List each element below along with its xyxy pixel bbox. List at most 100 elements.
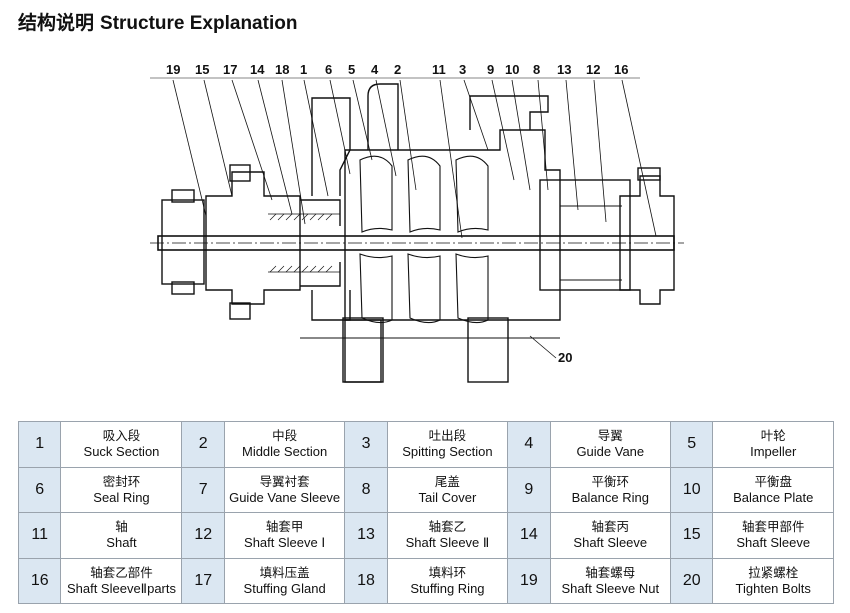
part-name-cn: 填料压盖 [259, 564, 310, 580]
part-name-cn: 平衡环 [591, 473, 630, 489]
right-bearing-housing [619, 175, 675, 305]
impeller-stage-2 [407, 155, 441, 233]
callout-12: 12 [586, 62, 600, 77]
part-name-en: Impeller [750, 444, 797, 460]
balance-chamber [539, 179, 631, 291]
part-name-en: Balance Ring [571, 489, 649, 505]
callout-1: 1 [300, 62, 307, 77]
part-name-en: Stuffing Ring [410, 580, 485, 596]
callout-14: 14 [250, 62, 265, 77]
callout-4: 4 [371, 62, 379, 77]
part-number: 14 [507, 512, 551, 559]
part-name-en: Shaft Sleeve [736, 535, 811, 551]
pump-cross-section-drawing: 19 15 17 14 18 1 6 5 4 2 11 3 9 10 8 13 … [150, 62, 684, 383]
part-name-cn: 填料环 [428, 564, 467, 580]
part-name-cn: 轴 [115, 519, 128, 535]
part-name-en: Seal Ring [93, 489, 150, 505]
callout-2: 2 [394, 62, 401, 77]
part-number: 8 [344, 466, 388, 513]
part-name-cn: 平衡盘 [754, 473, 792, 489]
callout-6: 6 [325, 62, 332, 77]
part-name-en: Tail Cover [418, 489, 477, 505]
part-number: 18 [344, 557, 388, 604]
part-name-en: Stuffing Gland [243, 580, 326, 596]
middle-section-casing [344, 129, 561, 321]
left-bearing-housing [205, 171, 301, 305]
callout-20: 20 [558, 350, 572, 365]
part-number: 10 [669, 466, 714, 513]
part-name-cn: 轴套甲部件 [741, 519, 805, 535]
title-english: Structure Explanation [100, 13, 298, 34]
part-number: 5 [669, 421, 714, 468]
part-name-en: Spitting Section [402, 444, 493, 460]
callout-9: 9 [487, 62, 494, 77]
part-name-en: Shaft [106, 535, 137, 551]
part-name-en: Tighten Bolts [735, 580, 811, 596]
part-number: 7 [181, 466, 225, 513]
callout-3: 3 [459, 62, 466, 77]
part-name-en: Shaft Sleeve Ⅱ [405, 535, 490, 551]
part-number: 9 [507, 466, 551, 513]
callout-16: 16 [614, 62, 628, 77]
callout-13: 13 [557, 62, 571, 77]
part-number: 16 [17, 557, 62, 604]
part-name-cn: 吸入段 [102, 428, 141, 444]
part-name-cn: 中段 [272, 428, 298, 444]
impeller-stage-1 [359, 155, 393, 233]
part-number: 15 [669, 512, 714, 559]
pump-foot-right [467, 317, 509, 383]
pump-foot-left [342, 317, 384, 383]
part-number: 4 [507, 421, 551, 468]
callout-15: 15 [195, 62, 209, 77]
callout-5: 5 [348, 62, 355, 77]
part-number: 6 [17, 466, 62, 513]
part-name-cn: 叶轮 [760, 428, 786, 444]
impeller-stage-3 [455, 155, 489, 233]
part-name-cn: 导翼 [597, 428, 623, 444]
part-number: 1 [17, 421, 62, 468]
part-name-cn: 轴套螺母 [585, 564, 636, 580]
part-name-en: Shaft Sleeve [573, 535, 648, 551]
part-name-en: Guide Vane Sleeve [229, 489, 341, 505]
part-name-en: Shaft SleeveⅡparts [66, 580, 176, 596]
callout-17: 17 [223, 62, 237, 77]
part-number: 17 [181, 557, 225, 604]
part-name-cn: 拉紧螺栓 [748, 564, 799, 580]
part-name-cn: 密封环 [102, 473, 141, 489]
part-name-en: Shaft Sleeve Nut [561, 580, 660, 596]
stuffing-box [300, 199, 341, 287]
callout-11: 11 [432, 62, 446, 77]
part-name-cn: 轴套甲 [265, 519, 304, 535]
part-number: 12 [181, 512, 225, 559]
part-name-en: Balance Plate [733, 489, 814, 505]
callout-10: 10 [505, 62, 519, 77]
part-number: 3 [344, 421, 388, 468]
discharge-nozzle [367, 83, 399, 150]
part-name-cn: 尾盖 [434, 473, 460, 489]
part-name-cn: 导翼衬套 [259, 473, 310, 489]
part-name-cn: 轴套丙 [591, 519, 630, 535]
part-name-en: Guide Vane [576, 444, 645, 460]
part-number: 11 [17, 512, 62, 559]
part-name-en: Shaft Sleeve Ⅰ [244, 535, 326, 551]
callout-labels: 19 15 17 14 18 1 6 5 4 2 11 3 9 10 8 13 … [166, 62, 628, 365]
